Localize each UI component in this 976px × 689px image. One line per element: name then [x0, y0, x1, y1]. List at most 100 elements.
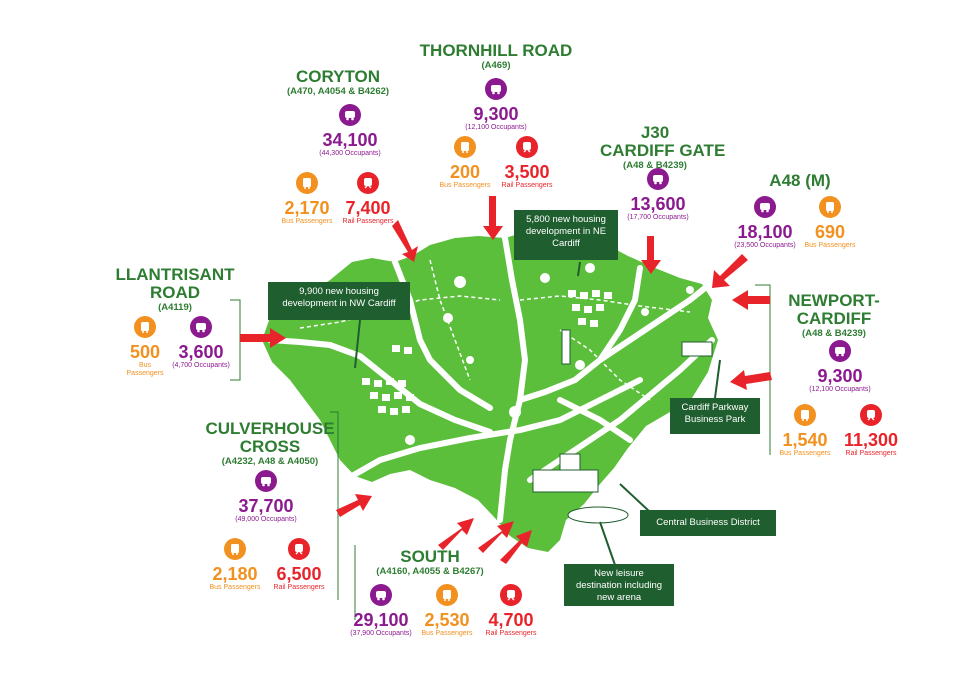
bus-count: 2,170	[284, 198, 330, 218]
corridor-roads: (A469)	[481, 60, 511, 71]
arrow-thornhill	[483, 196, 503, 240]
train-icon	[860, 404, 882, 426]
bus-label: Bus Passengers	[209, 584, 261, 591]
bus-label: Bus	[138, 362, 152, 369]
car-count: 18,100	[737, 222, 793, 242]
bracket-lines	[230, 284, 771, 620]
corridor-a48m: A48 (M)	[760, 172, 840, 190]
corridor-title-2: CARDIFF	[796, 309, 872, 328]
arrow-newport-1	[732, 290, 770, 310]
corridor-title: SOUTH	[400, 547, 460, 566]
corridor-roads: (A4119)	[158, 302, 192, 313]
bus-stat: 200 Bus Passengers	[430, 136, 500, 190]
corridor-title: A48 (M)	[769, 171, 831, 190]
car-icon	[829, 340, 851, 362]
car-icon	[370, 584, 392, 606]
corridor-coryton: CORYTON (A470, A4054 & B4262)	[268, 68, 408, 98]
corridor-roads: (A48 & B4239)	[802, 328, 866, 339]
car-stat: 13,600 (17,700 Occupants)	[618, 168, 698, 222]
corridor-llantrisant: LLANTRISANT ROAD (A4119)	[110, 266, 240, 314]
rail-label: Rail Passengers	[273, 584, 325, 591]
bus-count: 2,530	[424, 610, 470, 630]
corridor-title: THORNHILL ROAD	[419, 41, 573, 60]
bus-stat: 690 Bus Passengers	[795, 196, 865, 250]
callout-connectors	[354, 261, 721, 566]
bus-count: 2,180	[212, 564, 258, 584]
bus-stat: 500 Bus Passengers	[110, 316, 180, 378]
car-stat: 34,100 (44,300 Occupants)	[300, 104, 400, 158]
rail-lines	[299, 259, 691, 401]
car-occupants: (37,900 Occupants)	[350, 630, 412, 637]
rail-label: Rail Passengers	[485, 630, 537, 637]
arrow-a48m	[712, 254, 748, 288]
car-count: 29,100	[353, 610, 409, 630]
rail-stat: 6,500 Rail Passengers	[264, 538, 334, 592]
rail-stat: 3,500 Rail Passengers	[492, 136, 562, 190]
car-occupants: (12,100 Occupants)	[809, 386, 871, 393]
car-icon	[647, 168, 669, 190]
rail-label: Rail Passengers	[845, 450, 897, 457]
cardiff-landmass	[262, 226, 718, 552]
car-occupants: (44,300 Occupants)	[319, 150, 381, 157]
train-icon	[357, 172, 379, 194]
bus-icon	[819, 196, 841, 218]
arrow-culverhouse	[336, 494, 372, 517]
bus-stat: 2,180 Bus Passengers	[200, 538, 270, 592]
corridor-title: CORYTON	[295, 67, 381, 86]
car-stat: 29,100 (37,900 Occupants)	[346, 584, 416, 638]
bus-count: 690	[814, 222, 846, 242]
corridor-title: NEWPORT-	[788, 291, 880, 310]
car-occupants: (17,700 Occupants)	[627, 214, 689, 221]
car-count: 9,300	[817, 366, 863, 386]
arrow-j30	[641, 236, 661, 274]
bus-label: Bus Passengers	[779, 450, 831, 457]
train-icon	[500, 584, 522, 606]
bus-icon	[224, 538, 246, 560]
corridor-newport: NEWPORT- CARDIFF (A48 & B4239)	[778, 292, 890, 340]
rail-label: Rail Passengers	[501, 182, 553, 189]
corridor-title-2: ROAD	[149, 283, 201, 302]
bus-icon	[134, 316, 156, 338]
car-count: 3,600	[178, 342, 224, 362]
corridor-j30: J30 CARDIFF GATE (A48 & B4239)	[600, 124, 726, 172]
corridor-title-2: CROSS	[239, 437, 301, 456]
rail-stat: 4,700 Rail Passengers	[476, 584, 546, 638]
bus-icon	[794, 404, 816, 426]
bus-icon	[296, 172, 318, 194]
rail-count: 7,400	[345, 198, 391, 218]
rail-count: 4,700	[488, 610, 534, 630]
corridor-title-2: CARDIFF GATE	[600, 141, 726, 160]
car-stat: 9,300 (12,100 Occupants)	[800, 340, 880, 394]
house-icons	[362, 290, 612, 415]
bus-label: Bus Passengers	[281, 218, 333, 225]
callout-nw-housing: 9,900 new housing development in NW Card…	[268, 282, 410, 320]
car-icon	[339, 104, 361, 126]
arrow-newport-2	[730, 370, 772, 390]
bus-stat: 2,530 Bus Passengers	[412, 584, 482, 638]
rail-label: Rail Passengers	[342, 218, 394, 225]
car-count: 37,700	[238, 496, 294, 516]
corridor-title: LLANTRISANT	[115, 265, 235, 284]
bus-label: Bus Passengers	[421, 630, 473, 637]
bus-label: Bus Passengers	[804, 242, 856, 249]
city-buildings	[532, 329, 713, 524]
corridor-title: CULVERHOUSE	[205, 419, 335, 438]
tree-icons	[380, 263, 694, 445]
bus-icon	[436, 584, 458, 606]
arrow-south-3	[500, 530, 532, 564]
bus-count: 1,540	[782, 430, 828, 450]
bus-stat: 2,170 Bus Passengers	[272, 172, 342, 226]
car-occupants: (12,100 Occupants)	[465, 124, 527, 131]
arrow-coryton	[392, 220, 418, 262]
rail-stat: 11,300 Rail Passengers	[836, 404, 906, 458]
red-arrows	[240, 196, 772, 564]
callout-leisure: New leisure destination including new ar…	[564, 564, 674, 606]
car-icon	[485, 78, 507, 100]
arrow-south-2	[478, 521, 514, 553]
bus-label: Bus Passengers	[439, 182, 491, 189]
car-count: 34,100	[322, 130, 378, 150]
bus-count: 500	[129, 342, 161, 362]
car-occupants: (49,000 Occupants)	[235, 516, 297, 523]
corridor-roads: (A4232, A48 & A4050)	[221, 456, 319, 467]
corridor-roads: (A470, A4054 & B4262)	[286, 86, 390, 97]
